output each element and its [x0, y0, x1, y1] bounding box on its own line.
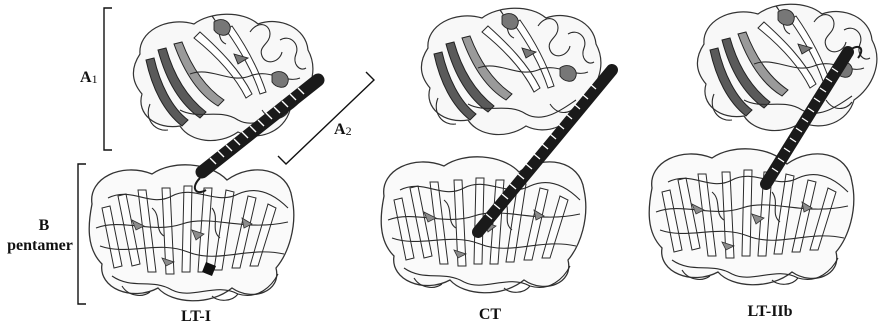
panel-label-ct: CT [479, 306, 502, 323]
a1-subunit-lt-iib [698, 4, 877, 130]
b-pentamer-bracket [78, 164, 86, 304]
panel-label-lt-i: LT-I [181, 308, 211, 325]
a1-bracket [104, 8, 112, 150]
panel-lt-iib [649, 4, 877, 285]
a1-label: A1 [80, 69, 98, 86]
b-pentamer-lt-i [89, 165, 294, 301]
panel-lt-i [89, 14, 318, 301]
b-pentamer-lt-iib [649, 149, 854, 285]
b-pentamer-label-line2: pentamer [7, 237, 73, 254]
panel-label-lt-iib: LT-IIb [747, 303, 792, 320]
a2-label: A2 [334, 121, 352, 138]
a1-subunit-lt-i [134, 14, 313, 140]
b-pentamer-label-line1: B [39, 217, 50, 234]
panel-ct [381, 8, 612, 293]
